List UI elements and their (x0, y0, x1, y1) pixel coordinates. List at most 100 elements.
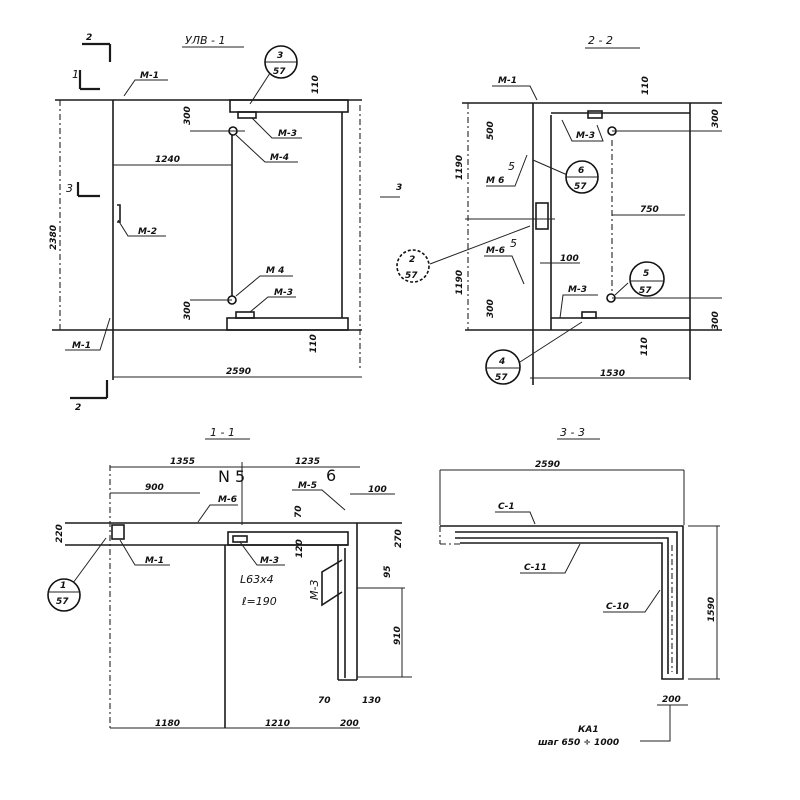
label-m6-top: М 6 (486, 176, 504, 186)
label-m3-vert: М-3 (308, 580, 321, 600)
hand-5-top: 5 (508, 160, 515, 173)
top-plate (229, 99, 349, 113)
dim-120: 120 (295, 539, 305, 558)
embed-m3-top (587, 110, 603, 119)
label-m1: М-1 (498, 76, 517, 86)
callout-1-57[interactable]: 1 57 (47, 578, 81, 612)
leader-c10 (603, 589, 661, 613)
callout-num: 2 (409, 255, 415, 265)
callout-num: 4 (498, 357, 505, 367)
dim-200: 200 (662, 695, 681, 705)
dim-1235: 1235 (295, 457, 320, 467)
callout-4-57[interactable]: 4 57 (485, 349, 521, 385)
dim-2380: 2380 (49, 225, 59, 250)
view-title: 2 - 2 (588, 34, 613, 47)
section-arrow-2-bottom (70, 380, 109, 400)
leader-m4-bottom (235, 275, 293, 297)
dim-500: 500 (486, 121, 496, 140)
embed-m1 (111, 524, 125, 540)
callout-circle (396, 249, 430, 283)
label-m6-bottom: М-6 (486, 246, 505, 256)
hand-5-bottom: 5 (510, 237, 517, 250)
callout-sheet: 57 (639, 286, 652, 296)
section-mark-2-top: 2 (86, 33, 92, 43)
label-c10: С-10 (606, 602, 629, 612)
dim-2590: 2590 (535, 460, 560, 470)
m2-embed (117, 204, 121, 223)
label-m3-top: М-3 (576, 131, 595, 141)
callout-num: 5 (643, 269, 649, 279)
callout-num: 3 (277, 51, 283, 61)
callout-sheet: 57 (495, 373, 508, 383)
dim-1590: 1590 (707, 597, 717, 622)
wall-outline (440, 525, 684, 680)
callout-5-57[interactable]: 5 57 (629, 261, 665, 297)
section-mark-1: 1 (72, 68, 79, 81)
label-m2: М-2 (138, 227, 157, 237)
embed-m6 (535, 202, 549, 230)
dim-300-right-bottom: 300 (711, 311, 721, 330)
wall-end (439, 526, 460, 545)
view-title: 1 - 1 (210, 426, 235, 439)
leader-callout-5 (614, 282, 629, 296)
leader-m3 (239, 541, 285, 566)
leader-m4-top (235, 134, 298, 163)
section-mark-3: 3 (66, 182, 73, 195)
section-mark-3: 3 (396, 183, 402, 193)
label-ka1: КА1 (578, 725, 599, 735)
label-m1: М-1 (145, 556, 164, 566)
callout-6-57[interactable]: 6 57 (565, 160, 599, 194)
dim-2590: 2590 (226, 367, 251, 377)
leader-m6 (197, 504, 238, 523)
dim-910: 910 (393, 626, 403, 645)
callout-2-57[interactable]: 2 57 (396, 249, 430, 283)
dim-300: 300 (486, 299, 496, 318)
section-mark-2-bottom: 2 (75, 403, 81, 413)
dim-1180: 1180 (155, 719, 180, 729)
leader-callout-2 (429, 225, 531, 265)
label-m5: М-5 (298, 481, 317, 491)
embed-m3-vert (321, 559, 343, 607)
callout-circle (629, 261, 665, 297)
view-ulv1: УЛВ - 1 2 1 3 2 1240 2590 2380 110 (49, 33, 362, 413)
leader-m1 (492, 85, 538, 101)
dim-1355: 1355 (170, 457, 195, 467)
leader-m1 (119, 539, 170, 566)
dim-110-top: 110 (311, 75, 321, 94)
dim-100: 100 (560, 254, 579, 264)
leader-m1-top (123, 79, 168, 97)
angle-length: ℓ=190 (241, 595, 277, 608)
label-m3-bottom: М-3 (274, 288, 293, 298)
angle-outline (227, 531, 349, 546)
label-m6: М-6 (218, 495, 237, 505)
dim-70-top: 70 (294, 505, 304, 518)
angle-spec: L63x4 (240, 573, 274, 586)
dim-1240: 1240 (155, 155, 180, 165)
section-arrow-1 (78, 70, 100, 91)
dim-1530: 1530 (600, 369, 625, 379)
callout-circle (47, 578, 81, 612)
callout-3-57[interactable]: 3 57 (264, 45, 298, 79)
leader-m6-top (486, 154, 528, 187)
label-c11: С-11 (524, 563, 547, 573)
view-title: УЛВ - 1 (185, 34, 225, 47)
dim-300-bottom: 300 (183, 301, 193, 320)
top-embed (237, 111, 257, 119)
label-step: шаг 650 ÷ 1000 (538, 738, 619, 748)
label-m4-bottom: М 4 (266, 266, 284, 276)
dim-200: 200 (340, 719, 359, 729)
view-section-2-2: 2 - 2 3 750 100 1530 1190 1190 500 300 1… (380, 34, 722, 385)
dim-110-bottom: 110 (640, 337, 650, 356)
dim-70: 70 (318, 696, 331, 706)
label-m1-top: М-1 (140, 71, 159, 81)
leader-m1-bottom (65, 317, 111, 351)
leader-m2 (117, 219, 166, 237)
callout-circle (485, 349, 521, 385)
callout-sheet: 57 (56, 597, 69, 607)
dim-1190-top: 1190 (455, 155, 465, 180)
label-m3: М-3 (260, 556, 279, 566)
dim-270: 270 (394, 529, 404, 548)
dim-300-top: 300 (183, 106, 193, 125)
leader-m3-bottom (559, 294, 598, 319)
